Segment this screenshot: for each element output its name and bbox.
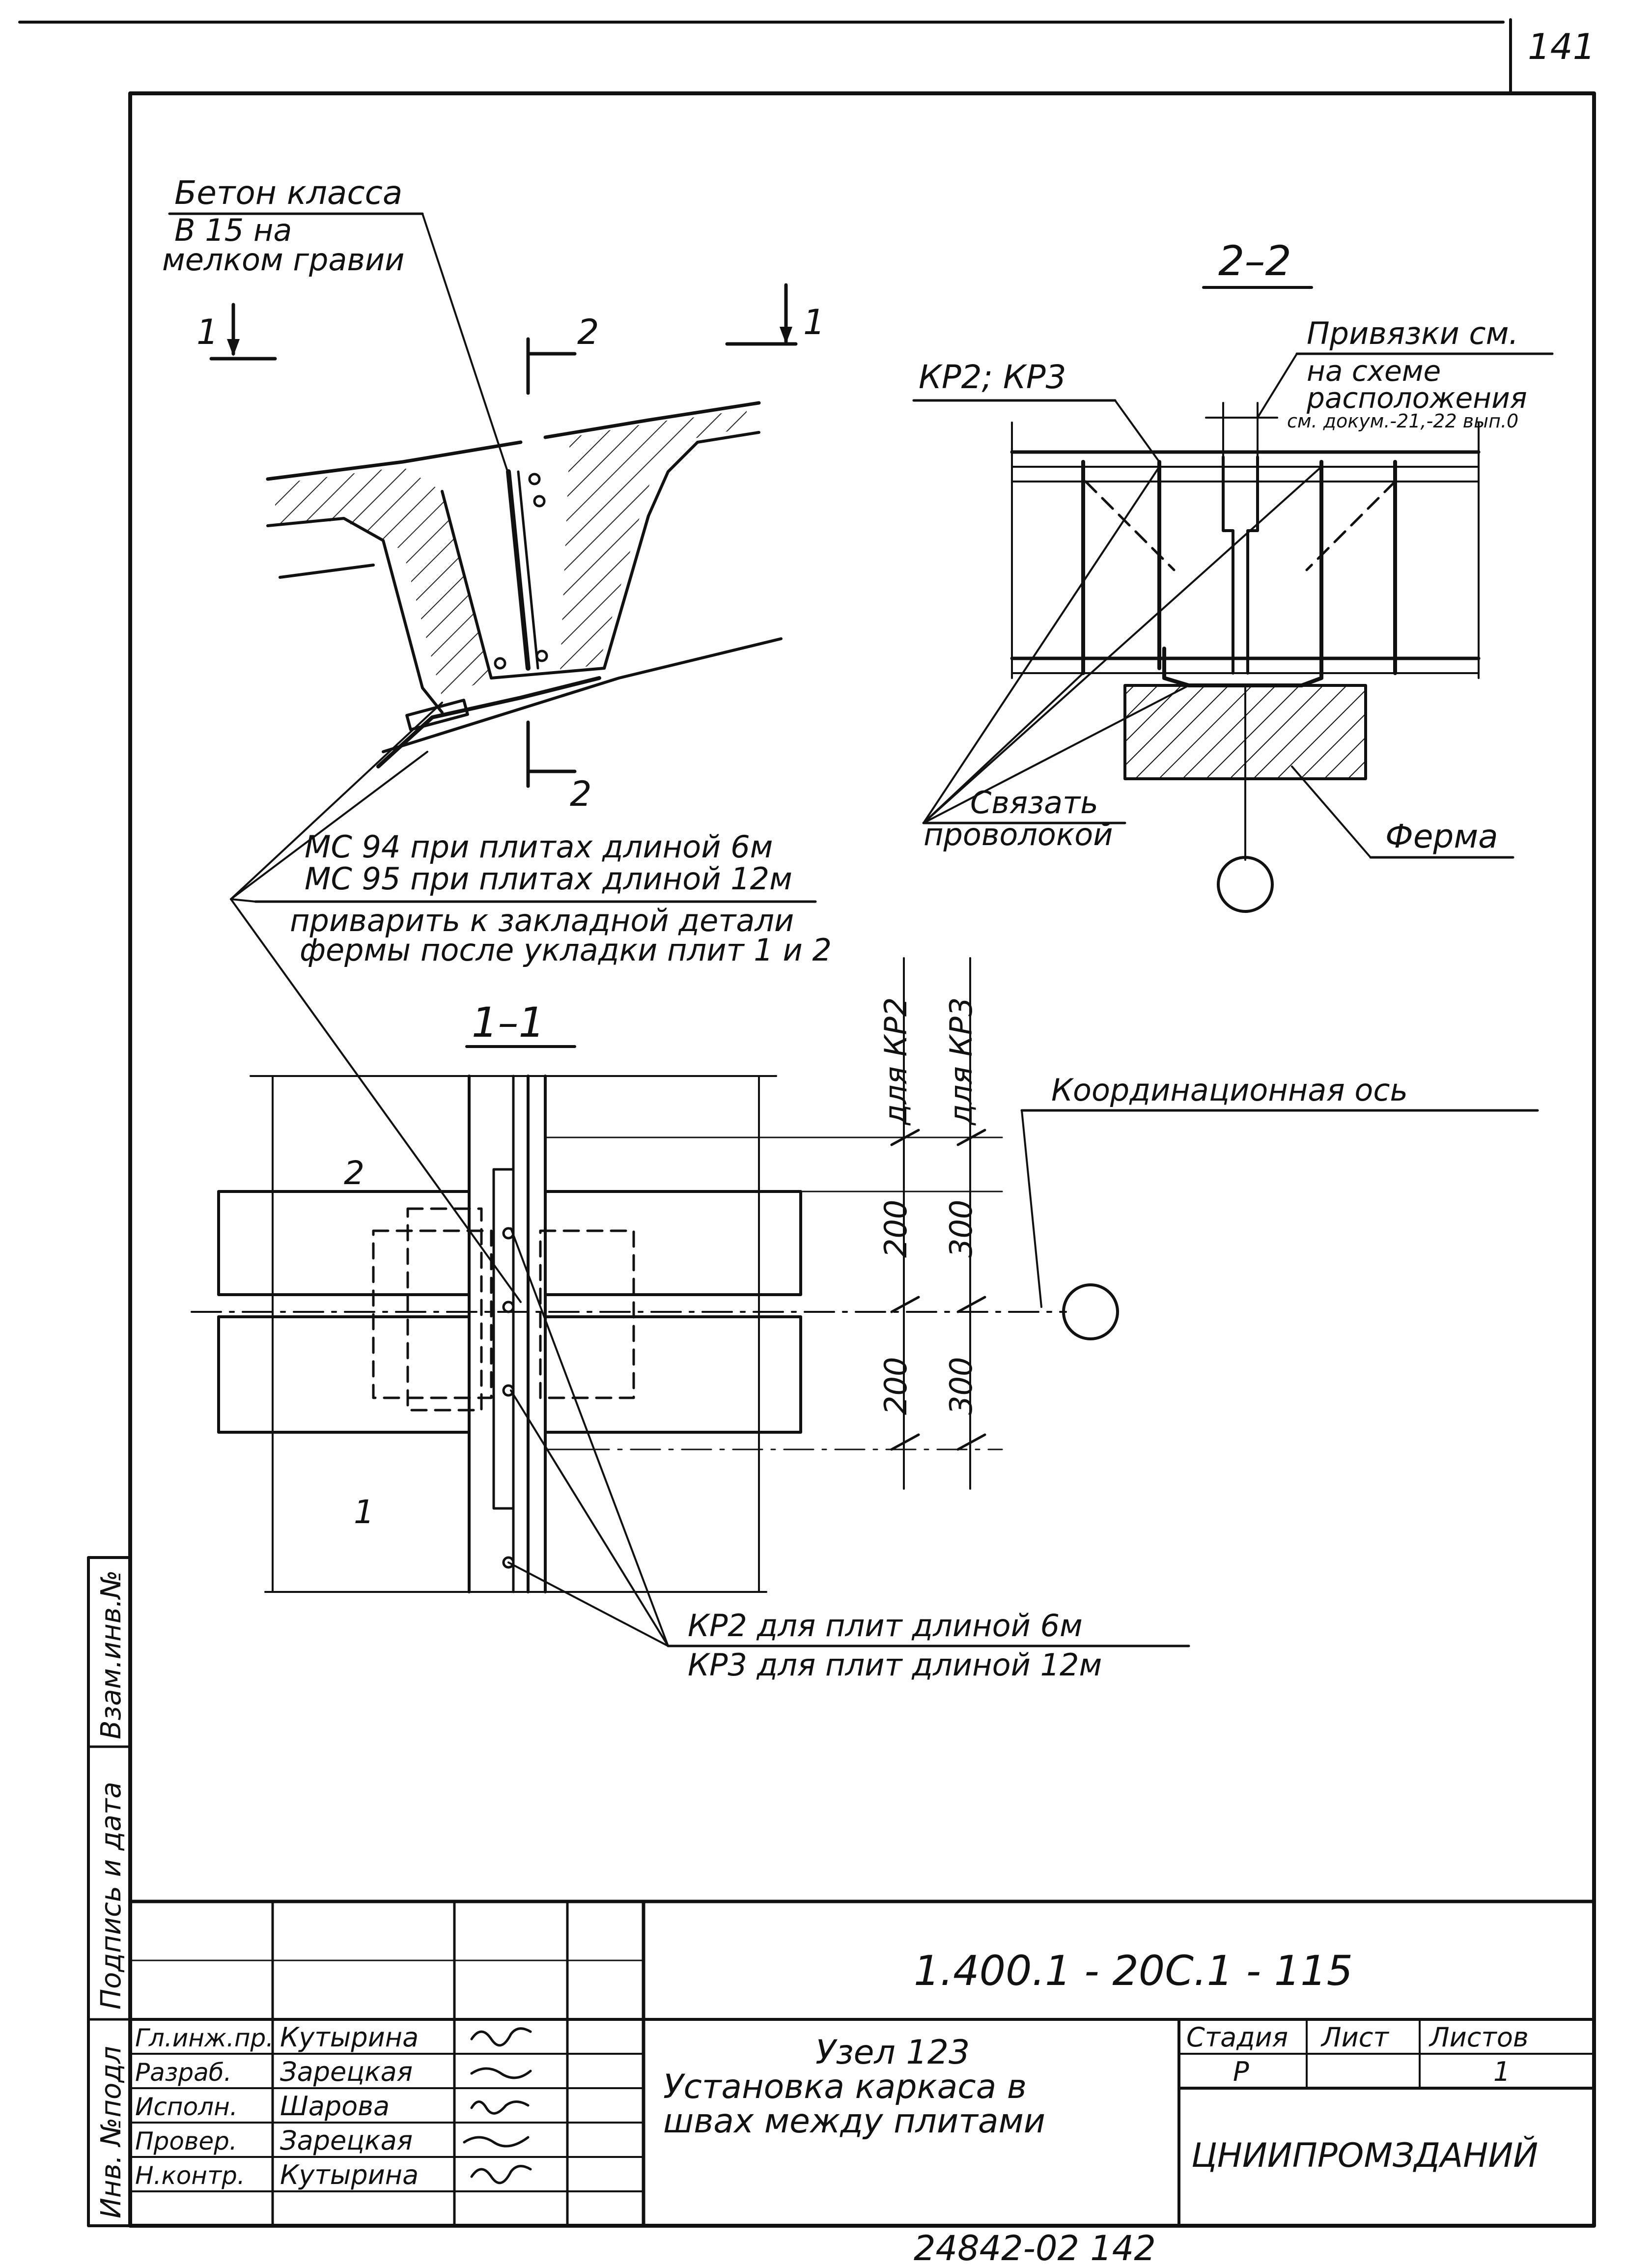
tie-label-line-1: Связать [970, 785, 1098, 821]
signatures [463, 2027, 532, 2184]
side-stamp: Инв. №подл Подпись и дата Взам.инв.№ [87, 1556, 132, 2227]
bottom-code: 24842-02 142 [914, 2228, 1156, 2268]
tie-label-line-2: проволокой [924, 817, 1113, 852]
section-1-1-callouts: для КР2 для КР3 200 200 300 300 Координа… [507, 997, 1539, 1683]
name-list: Кутырина Зарецкая Шарова Зарецкая Кутыри… [280, 2022, 419, 2190]
col-label-kr3: для КР3 [943, 997, 979, 1126]
stamp-signature-date: Подпись и дата [95, 1782, 127, 2010]
section-mark-2-top: 2 [577, 312, 599, 352]
stage-value: Р [1233, 2056, 1249, 2087]
col-label-kr2: для КР2 [878, 997, 914, 1126]
axis-label: Координационная ось [1051, 1072, 1408, 1108]
joint-section-drawing: 1 1 2 2 [196, 283, 825, 814]
role-executor: Исполн. [135, 2093, 238, 2121]
concrete-label-line-1: Бетон класса [174, 174, 402, 212]
doc-code: 1.400.1 - 20С.1 - 115 [914, 1947, 1353, 1995]
ref-note-line-3: расположения [1306, 381, 1527, 415]
sheets-value: 1 [1493, 2056, 1510, 2087]
name-developer: Зарецкая [280, 2056, 413, 2087]
ref-note-line-1: Привязки см. [1307, 315, 1518, 351]
title-block [128, 1899, 1596, 2228]
stage-header: Стадия [1186, 2022, 1288, 2053]
dim-kr2-lower: 200 [878, 1357, 914, 1415]
truss-label: Ферма [1385, 818, 1498, 855]
role-norm-control: Н.контр. [135, 2161, 245, 2190]
title-line-3: швах между плитами [663, 2102, 1045, 2141]
sheet-frame [18, 18, 1596, 2228]
kr-note-line-2: КР3 для плит длиной 12м [688, 1647, 1102, 1683]
section-1-1-drawing: 1–1 2 1 [191, 957, 1119, 1593]
stamp-inv-no: Инв. №подл [95, 2046, 127, 2218]
section-mark-2-bottom: 2 [570, 774, 592, 814]
weld-note-line-1: приварить к закладной детали [290, 903, 794, 938]
role-chief-engineer: Гл.инж.пр. [135, 2024, 274, 2052]
section-mark-right: 1 [803, 302, 825, 342]
name-executor: Шарова [280, 2091, 390, 2122]
sheet-header: Лист [1320, 2022, 1389, 2053]
title-line-2: Установка каркаса в [663, 2068, 1027, 2106]
section-2-2-drawing: 2–2 [1010, 237, 1481, 913]
kr-label-2-2: КР2; КР3 [919, 358, 1066, 396]
kr-note-line-1: КР2 для плит длиной 6м [688, 1608, 1083, 1644]
dim-kr3-lower: 300 [943, 1357, 979, 1415]
role-list: Гл.инж.пр. Разраб. Исполн. Провер. Н.кон… [135, 2024, 274, 2190]
concrete-callout: Бетон класса В 15 на мелком гравии [162, 174, 512, 482]
role-checker: Провер. [135, 2127, 237, 2155]
plate-mark-1: 1 [354, 1493, 374, 1531]
plate-mark-2: 2 [344, 1154, 364, 1192]
concrete-label-line-3: мелком гравии [162, 242, 404, 278]
section-1-1-title: 1–1 [472, 998, 545, 1047]
mc-label-line-2: МС 95 при плитах длиной 12м [305, 861, 792, 897]
ref-note-line-2: на схеме [1307, 354, 1441, 388]
page-number: 141 [1528, 26, 1595, 67]
stamp-replace-inv: Взам.инв.№ [95, 1570, 127, 1739]
section-2-2-callouts: КР2; КР3 Привязки см. на схеме расположе… [912, 315, 1554, 859]
name-norm-control: Кутырина [280, 2159, 419, 2190]
drawing-title: Узел 123 Установка каркаса в швах между … [663, 2033, 1045, 2141]
dim-kr2-upper: 200 [878, 1200, 914, 1258]
mc-label-line-1: МС 94 при плитах длиной 6м [305, 829, 773, 865]
sheets-header: Листов [1429, 2022, 1529, 2053]
organization: ЦНИИПРОМЗДАНИЙ [1191, 2136, 1538, 2175]
ref-note-line-4: см. докум.-21,-22 вып.0 [1287, 410, 1518, 432]
name-chief-engineer: Кутырина [280, 2022, 419, 2053]
concrete-label-line-2: В 15 на [174, 212, 292, 248]
dim-kr3-upper: 300 [943, 1200, 979, 1258]
weld-note-line-2: фермы после укладки плит 1 и 2 [300, 932, 832, 968]
role-developer: Разраб. [135, 2058, 231, 2087]
section-2-2-title: 2–2 [1218, 237, 1291, 285]
name-checker: Зарецкая [280, 2125, 413, 2156]
mc-callout: МС 94 при плитах длиной 6м МС 95 при пли… [230, 702, 832, 1303]
section-mark-left: 1 [196, 312, 219, 352]
title-line-1: Узел 123 [815, 2033, 970, 2072]
